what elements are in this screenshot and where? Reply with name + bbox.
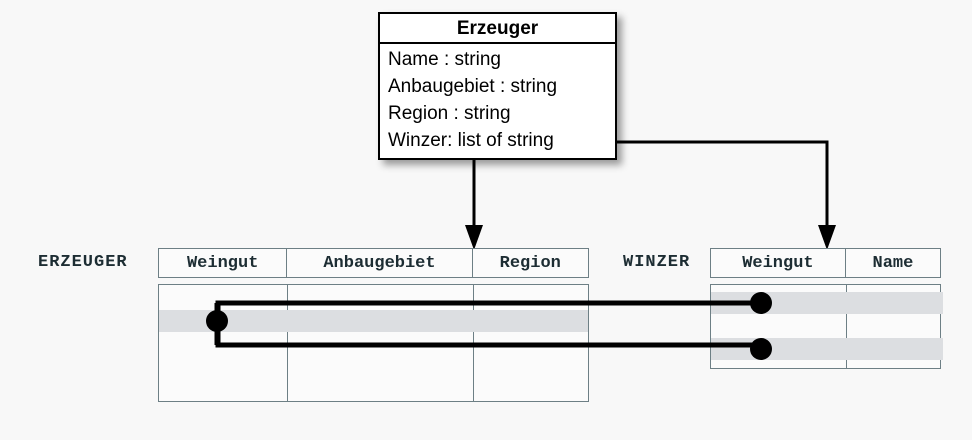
uml-class-title: Erzeuger [380,14,615,44]
uml-attribute: Winzer: list of string [388,130,554,151]
table-header-winzer: Weingut Name [710,248,941,278]
table-label-erzeuger: ERZEUGER [38,253,128,272]
table-row-highlight-winzer [711,338,943,360]
uml-attribute: Name : string [388,49,501,70]
column-header-weingut: Weingut [159,249,288,277]
column-header-region: Region [499,253,561,273]
column-divider [846,285,847,368]
table-row-highlight-erzeuger [159,310,588,332]
column-divider [287,285,288,401]
column-header-anbaugebiet: Anbaugebiet [287,249,473,277]
uml-attribute: Anbaugebiet : string [388,76,558,97]
column-header-name: Name [872,253,914,273]
table-body-erzeuger [158,284,589,402]
arrow-down-icon-erzeuger [465,160,483,250]
table-row-highlight-winzer [711,292,943,314]
uml-class-box-erzeuger: Erzeuger Name : string Anbaugebiet : str… [378,12,617,160]
table-label-winzer: WINZER [623,253,691,272]
uml-attribute-list: Name : string Anbaugebiet : string Regio… [380,44,615,154]
column-divider [473,285,474,401]
column-header-weingut: Weingut [711,249,846,277]
elbow-connector-winzer [602,140,836,250]
table-header-erzeuger: Weingut Anbaugebiet Region [158,248,589,278]
uml-attribute: Region : string [388,103,511,124]
